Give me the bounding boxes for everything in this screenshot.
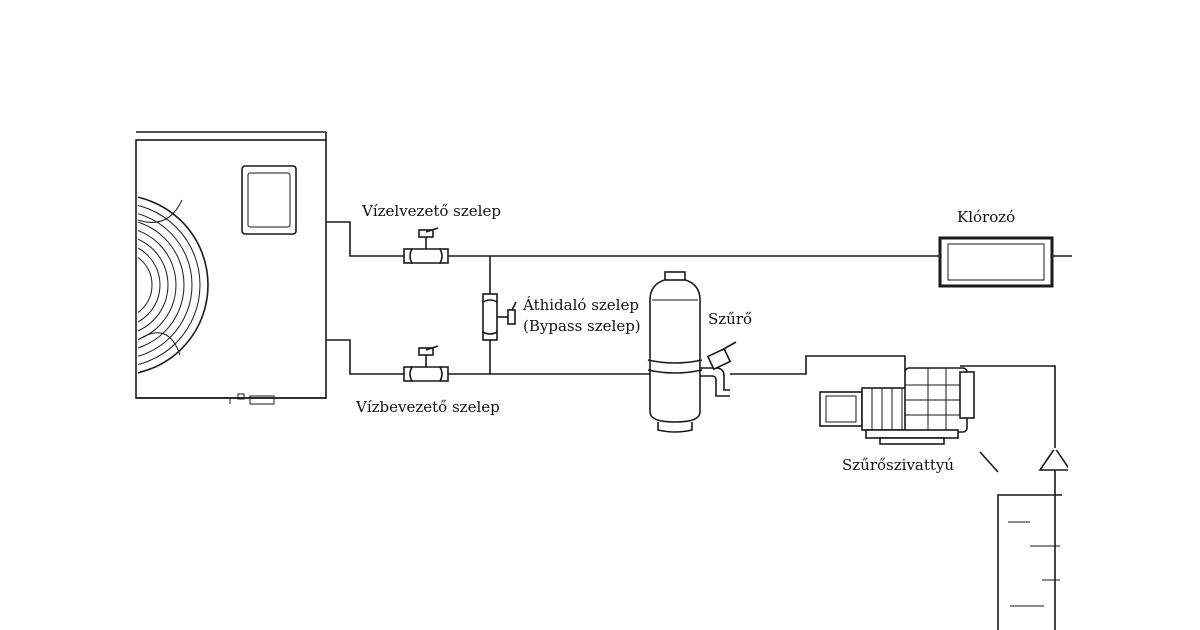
fan-grille-icon [138,196,209,374]
chlorinator-icon [938,236,1054,288]
inlet-valve-icon [403,345,449,382]
pipework [326,221,1072,395]
control-panel [241,165,297,235]
outlet-valve-icon [403,227,449,264]
sand-filter-icon [647,271,737,433]
filter-label: Szűrő [708,310,752,328]
filter-pump-icon [819,367,975,445]
filter-pump-label: Szűrőszivattyú [842,456,954,474]
inlet-valve-label: Vízbevezető szelep [355,398,500,416]
bypass-valve-label-line2: (Bypass szelep) [523,317,641,335]
pool-icon [979,395,1068,630]
chlorinator-label: Klórozó [957,208,1015,226]
outlet-valve-label: Vízelvezető szelep [361,202,501,220]
bypass-valve-icon [482,293,517,341]
heat-pump-unit [135,131,327,405]
bypass-valve-label-line1: Áthidaló szelep [522,296,639,314]
